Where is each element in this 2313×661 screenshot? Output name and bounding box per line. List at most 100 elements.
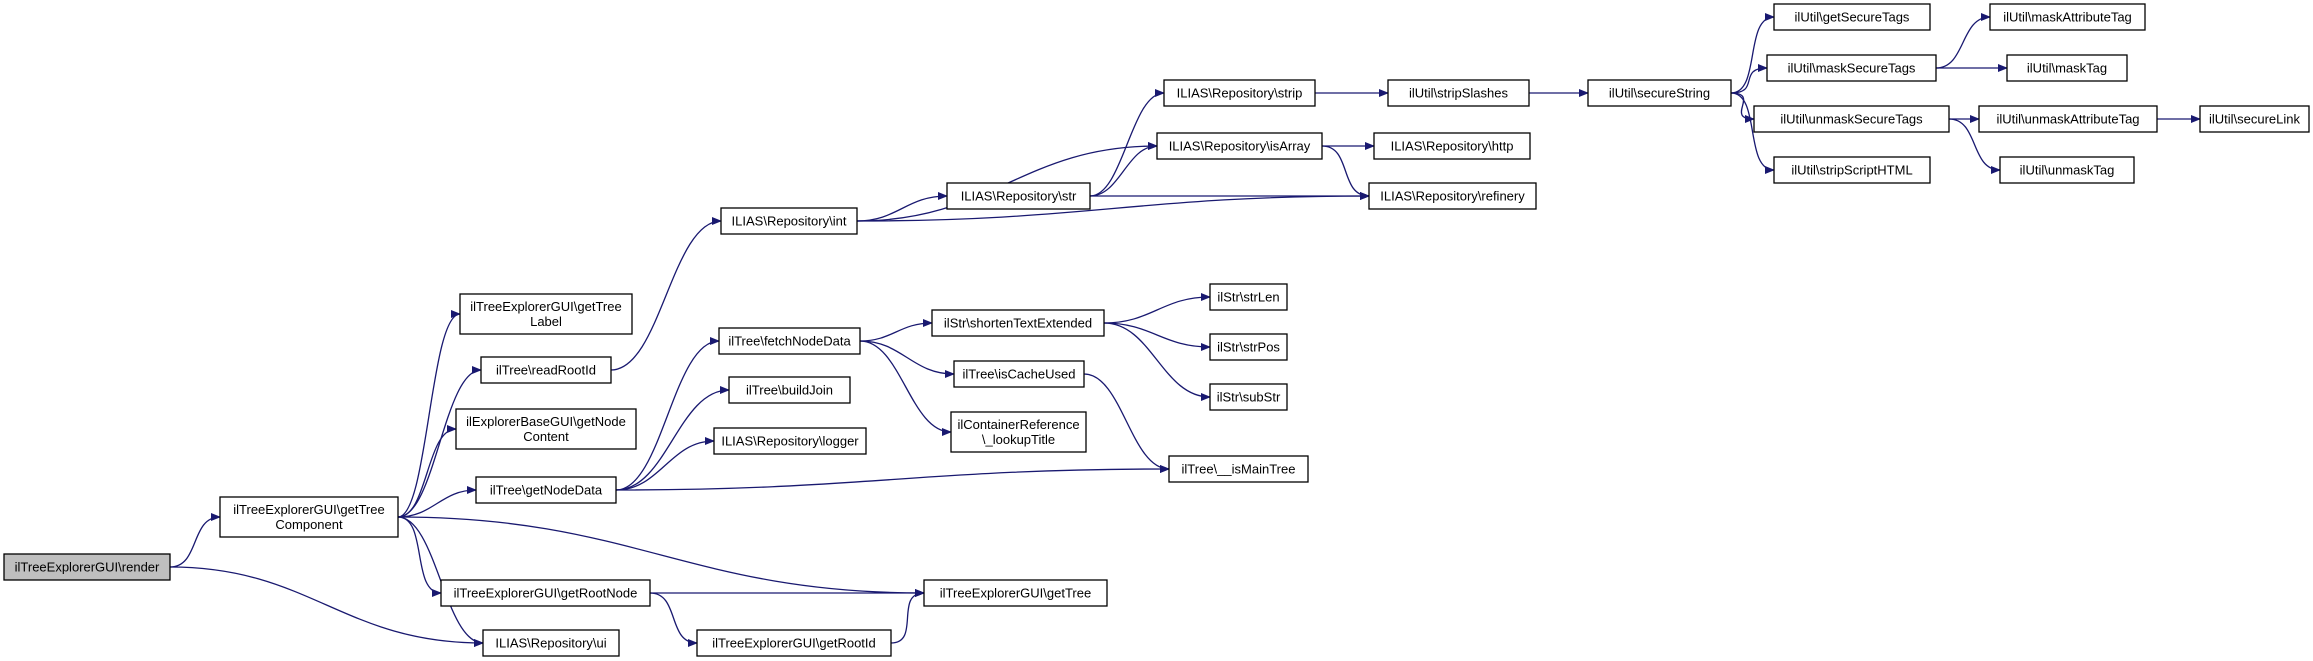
node-ui[interactable]: ILIAS\Repository\ui <box>482 629 620 657</box>
node-get-root-id[interactable]: ilTreeExplorerGUI\getRootId <box>696 629 892 657</box>
node-label: ilStr\strPos <box>1217 340 1280 355</box>
edge-get-tree-component-to-get-tree-label <box>397 310 461 518</box>
node-box <box>1373 132 1531 160</box>
node-label: ilUtil\maskTag <box>2027 61 2107 76</box>
node-label: ilUtil\secureLink <box>2209 112 2301 127</box>
node-label: ilUtil\maskSecureTags <box>1788 61 1916 76</box>
node-box <box>946 182 1091 210</box>
node-label: ilStr\shortenTextExtended <box>944 316 1092 331</box>
node-label: ilTree\fetchNodeData <box>728 334 851 349</box>
node-box <box>1587 79 1732 107</box>
node-box <box>713 427 867 455</box>
node-get-tree[interactable]: ilTreeExplorerGUI\getTree <box>923 579 1108 607</box>
edge-read-root-id-to-int <box>610 217 722 371</box>
edge-render-to-ui <box>169 566 484 647</box>
node-get-secure-tags[interactable]: ilUtil\getSecureTags <box>1773 3 1931 31</box>
node-label: ilUtil\unmaskTag <box>2020 163 2115 178</box>
node-sub-str[interactable]: ilStr\subStr <box>1209 383 1288 411</box>
edge-fetch-node-data-to-is-cache-used <box>859 340 955 378</box>
node-shorten-text-extended[interactable]: ilStr\shortenTextExtended <box>931 309 1105 337</box>
node-box <box>1163 79 1316 107</box>
node-label: ilUtil\unmaskAttributeTag <box>1996 112 2139 127</box>
node-strip-script-html[interactable]: ilUtil\stripScriptHTML <box>1773 156 1931 184</box>
edge-get-tree-component-to-get-node-content <box>397 425 457 518</box>
edge-is-array-to-refinery <box>1321 145 1370 200</box>
node-label: ilContainerReference <box>957 417 1079 432</box>
node-box <box>923 579 1108 607</box>
node-http[interactable]: ILIAS\Repository\http <box>1373 132 1531 160</box>
node-strip-slashes[interactable]: ilUtil\stripSlashes <box>1387 79 1530 107</box>
node-label: ilTree\__isMainTree <box>1182 462 1296 477</box>
node-box <box>1989 3 2146 31</box>
node-box <box>440 579 651 607</box>
edge-get-node-data-to-is-main-tree <box>615 465 1170 491</box>
node-label: ilTree\isCacheUsed <box>963 367 1076 382</box>
node-strip[interactable]: ILIAS\Repository\strip <box>1163 79 1316 107</box>
node-box <box>1999 156 2135 184</box>
node-box <box>1209 333 1288 361</box>
node-label: Component <box>275 517 343 532</box>
node-refinery[interactable]: ILIAS\Repository\refinery <box>1368 182 1537 210</box>
node-logger[interactable]: ILIAS\Repository\logger <box>713 427 867 455</box>
node-unmask-attribute-tag[interactable]: ilUtil\unmaskAttributeTag <box>1978 105 2158 133</box>
node-label: ilTree\buildJoin <box>746 383 833 398</box>
node-get-root-node[interactable]: ilTreeExplorerGUI\getRootNode <box>440 579 651 607</box>
edge-get-tree-component-to-get-tree <box>397 516 925 597</box>
node-box <box>482 629 620 657</box>
node-label: ilUtil\getSecureTags <box>1795 10 1910 25</box>
node-mask-attribute-tag[interactable]: ilUtil\maskAttributeTag <box>1989 3 2146 31</box>
edge-secure-string-to-mask-secure-tags <box>1730 64 1768 94</box>
node-label: ilTreeExplorerGUI\getRootId <box>712 636 876 651</box>
node-mask-secure-tags[interactable]: ilUtil\maskSecureTags <box>1766 54 1937 82</box>
node-box <box>3 553 171 581</box>
node-fetch-node-data[interactable]: ilTree\fetchNodeData <box>718 327 861 355</box>
node-int[interactable]: ILIAS\Repository\int <box>720 207 858 235</box>
node-label: ILIAS\Repository\ui <box>495 636 606 651</box>
node-unmask-secure-tags[interactable]: ilUtil\unmaskSecureTags <box>1753 105 1950 133</box>
node-box <box>1773 156 1931 184</box>
node-label: ilUtil\stripScriptHTML <box>1791 163 1912 178</box>
edge-get-root-node-to-get-root-id <box>649 592 698 647</box>
node-label: ILIAS\Repository\refinery <box>1380 189 1525 204</box>
node-box <box>1209 283 1288 311</box>
node-unmask-tag[interactable]: ilUtil\unmaskTag <box>1999 156 2135 184</box>
node-is-main-tree[interactable]: ilTree\__isMainTree <box>1168 455 1309 483</box>
edges-layer <box>169 13 2201 647</box>
node-render[interactable]: ilTreeExplorerGUI\render <box>3 553 171 581</box>
node-box <box>2199 105 2310 133</box>
node-label: \_lookupTitle <box>982 432 1055 447</box>
edge-unmask-secure-tags-to-unmask-tag <box>1948 118 2001 174</box>
node-lookup-title[interactable]: ilContainerReference\_lookupTitle <box>950 411 1087 453</box>
node-label: ILIAS\Repository\strip <box>1177 86 1303 101</box>
node-label: ilTreeExplorerGUI\getTree <box>940 586 1091 601</box>
node-box <box>475 476 617 504</box>
node-box <box>1753 105 1950 133</box>
node-str-pos[interactable]: ilStr\strPos <box>1209 333 1288 361</box>
node-str[interactable]: ILIAS\Repository\str <box>946 182 1091 210</box>
node-read-root-id[interactable]: ilTree\readRootId <box>480 356 612 384</box>
node-get-node-data[interactable]: ilTree\getNodeData <box>475 476 617 504</box>
edge-shorten-text-extended-to-sub-str <box>1103 322 1211 401</box>
edge-secure-string-to-get-secure-tags <box>1730 13 1775 94</box>
node-build-join[interactable]: ilTree\buildJoin <box>728 376 851 404</box>
edge-get-tree-component-to-get-root-node <box>397 516 442 597</box>
nodes-layer: ilTreeExplorerGUI\render ilTreeExplorerGU… <box>3 3 2310 657</box>
node-is-array[interactable]: ILIAS\Repository\isArray <box>1156 132 1323 160</box>
node-box <box>1156 132 1323 160</box>
node-label: Label <box>530 314 562 329</box>
node-str-len[interactable]: ilStr\strLen <box>1209 283 1288 311</box>
node-mask-tag[interactable]: ilUtil\maskTag <box>2006 54 2128 82</box>
node-secure-string[interactable]: ilUtil\secureString <box>1587 79 1732 107</box>
node-is-cache-used[interactable]: ilTree\isCacheUsed <box>953 360 1085 388</box>
node-label: ilTree\getNodeData <box>490 483 603 498</box>
node-secure-link[interactable]: ilUtil\secureLink <box>2199 105 2310 133</box>
edge-get-root-id-to-get-tree <box>890 589 925 644</box>
edge-secure-string-to-strip-script-html <box>1730 92 1775 174</box>
node-box <box>931 309 1105 337</box>
node-box <box>720 207 858 235</box>
node-label: ILIAS\Repository\str <box>961 189 1077 204</box>
